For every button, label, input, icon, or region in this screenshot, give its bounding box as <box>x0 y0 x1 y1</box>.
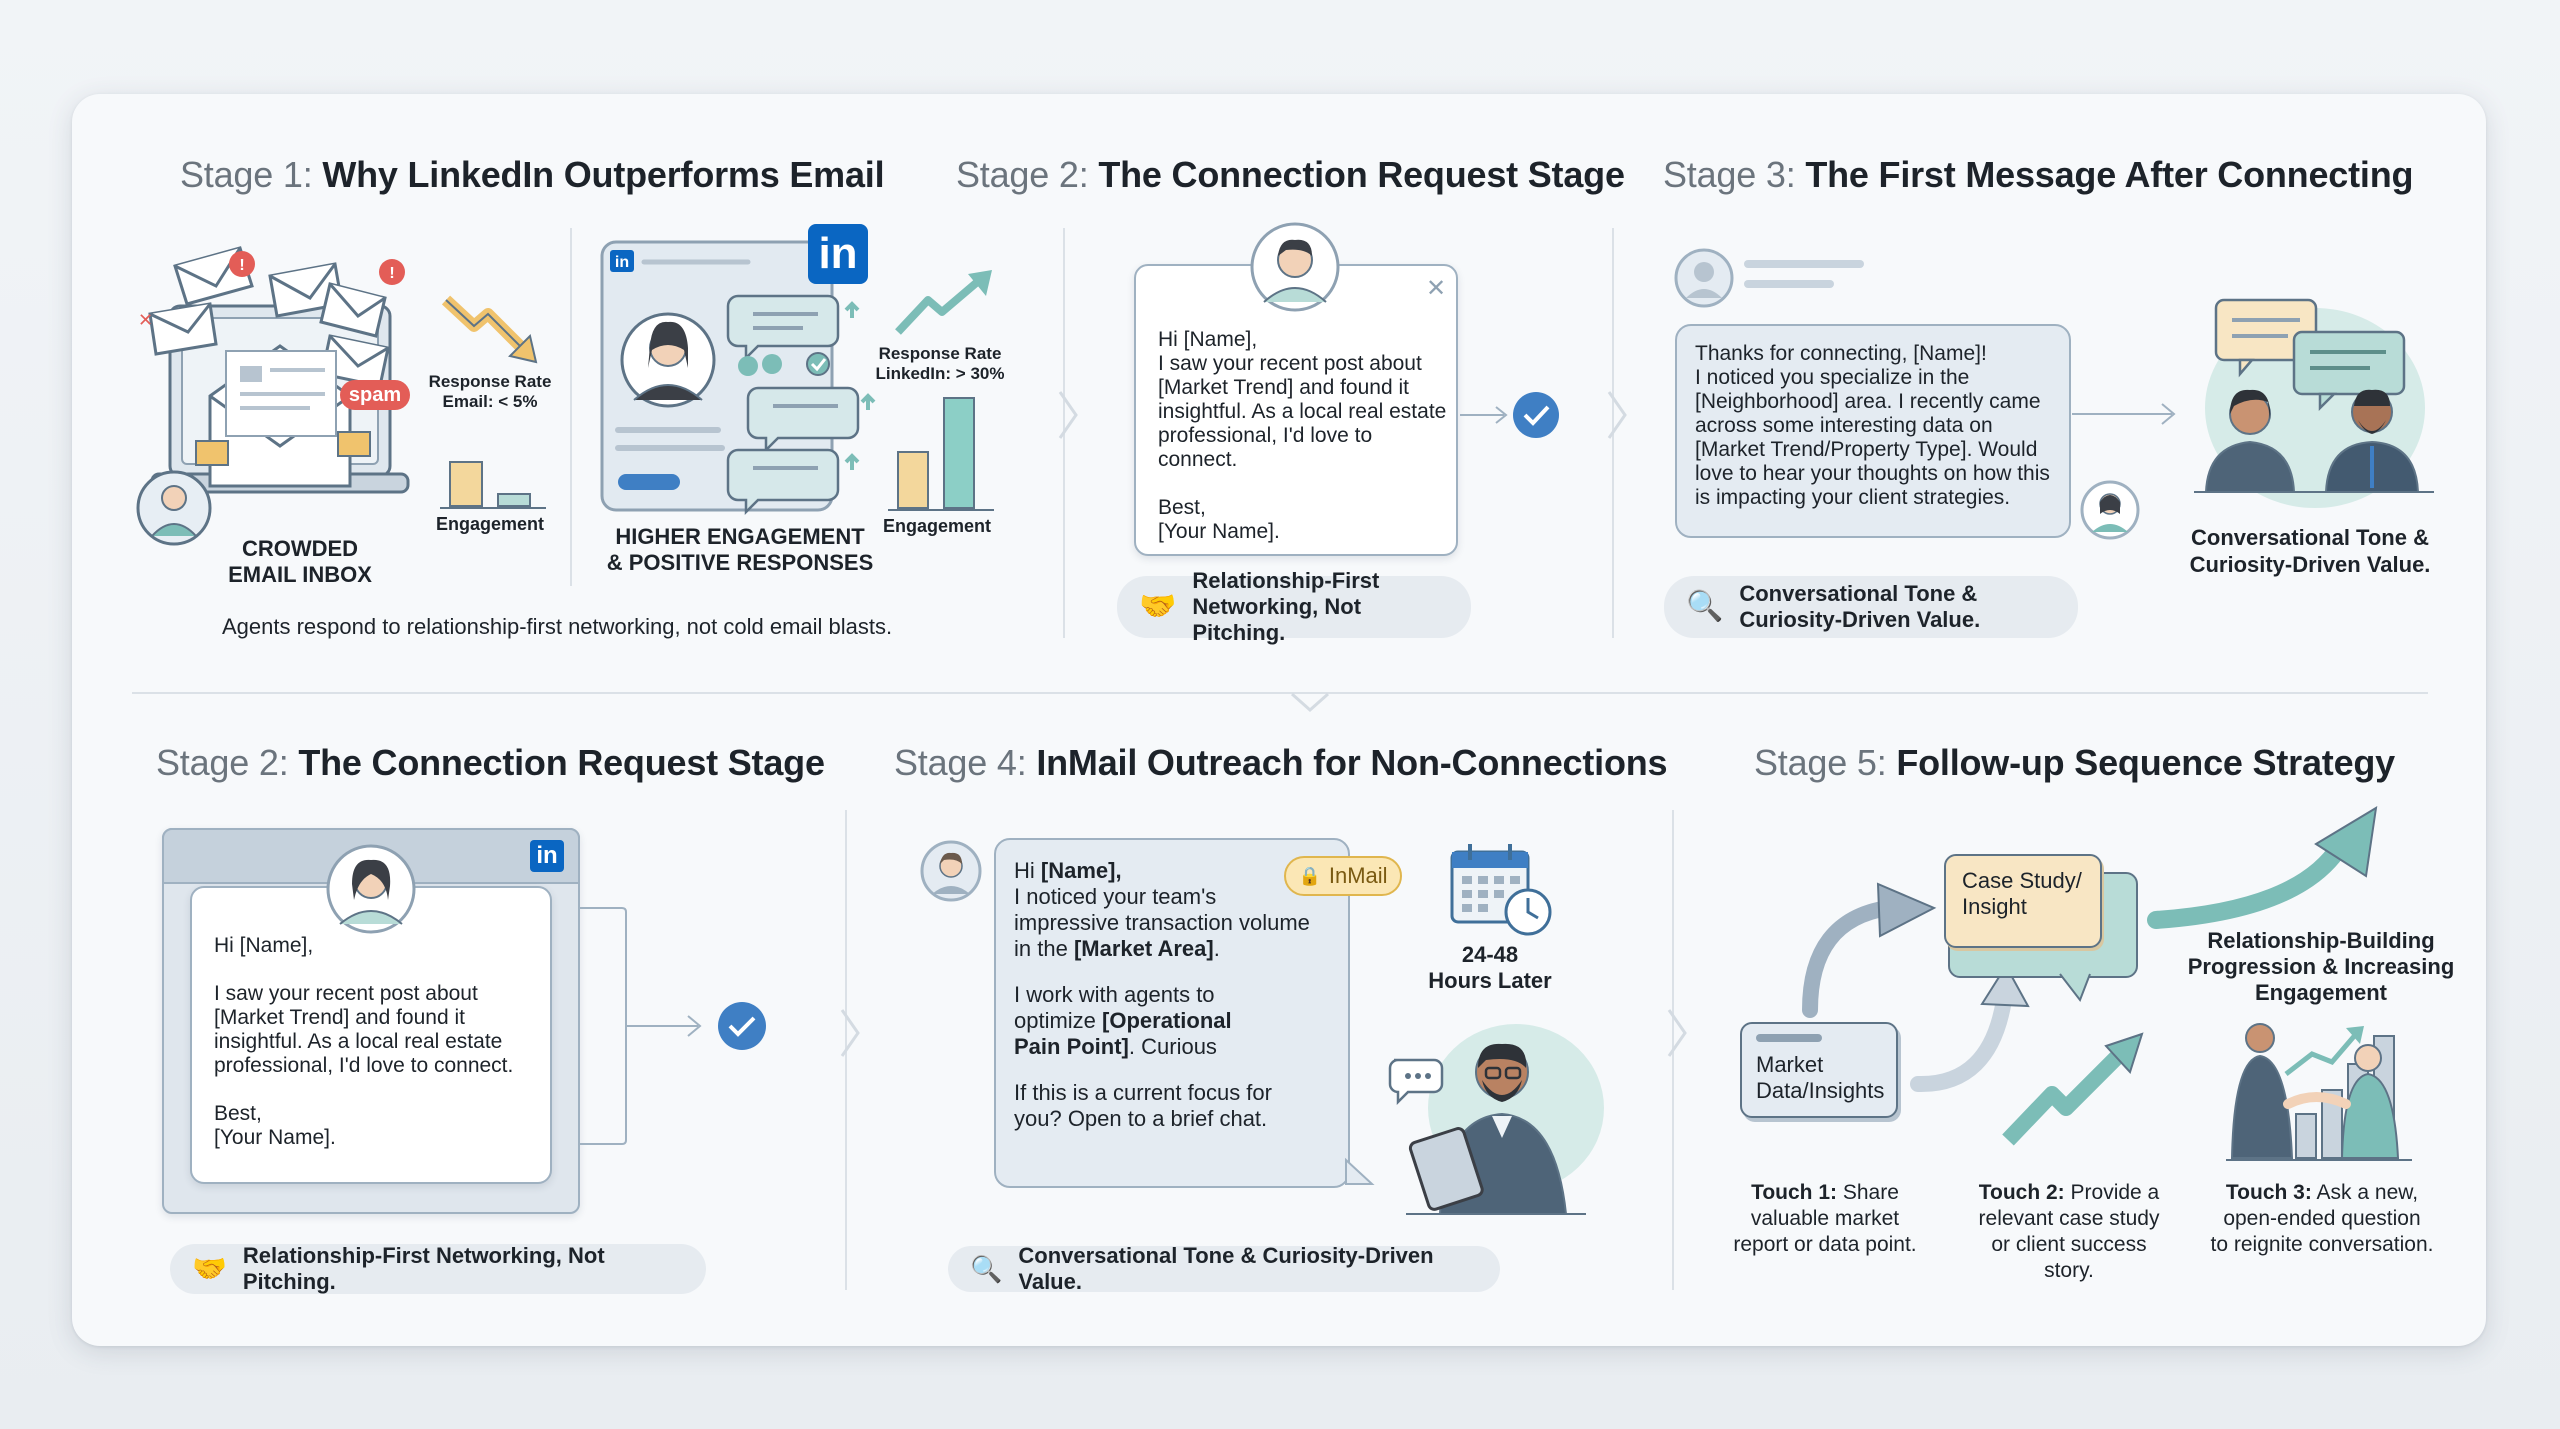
linkedin-label: HIGHER ENGAGEMENT& POSITIVE RESPONSES <box>606 524 874 575</box>
follow-up-flow-arrows <box>1802 806 2378 1146</box>
email-rate-title: Response Rate <box>428 372 552 391</box>
handshake-icon: 🤝 <box>1139 590 1177 623</box>
relationship-first-pill-2: 🤝 Relationship-First Networking, Not Pit… <box>170 1243 706 1294</box>
email-engagement-label: Engagement <box>435 514 545 534</box>
profile-avatar <box>1250 222 1340 312</box>
first-message-text: Thanks for connecting, [Name]! I noticed… <box>1695 342 2050 509</box>
email-rate-value: Email: < 5% <box>442 392 538 411</box>
close-icon[interactable]: ✕ <box>1426 275 1447 302</box>
rising-arrow-icon <box>895 270 992 335</box>
linkedin-feed-illustration: in <box>600 240 876 516</box>
stage3-heading: Stage 3: The First Message After Connect… <box>1663 154 2414 195</box>
stage2-bottom-heading: Stage 2: The Connection Request Stage <box>156 742 825 783</box>
connection-request-card: ✕ Hi [Name], I saw your recent post abou… <box>1134 264 1458 556</box>
spam-badge: spam <box>340 380 410 410</box>
row-divider <box>132 692 2428 694</box>
connection-request-message: Hi [Name], I saw your recent post about … <box>1158 328 1447 543</box>
lock-icon: 🔒 <box>1298 865 1321 886</box>
inmail-message-text: Hi [Name], I noticed your team's impress… <box>1014 858 1310 1131</box>
svg-text:!: ! <box>389 265 394 282</box>
arrow-to-conversation <box>2072 403 2176 425</box>
case-study-tail <box>2059 973 2091 1003</box>
handshake-growth-illustration <box>2226 1023 2412 1161</box>
arrow-to-check <box>1460 392 1559 438</box>
professional-with-tablet <box>1388 1024 1604 1215</box>
stage5-heading: Stage 5: Follow-up Sequence Strategy <box>1754 742 2395 783</box>
svg-text:in: in <box>615 254 629 271</box>
profile-avatar-female <box>326 844 416 934</box>
connection-request-card-2: Hi [Name], I saw your recent post about … <box>190 886 552 1184</box>
inmail-message-bubble: Hi [Name], I noticed your team's impress… <box>994 838 1350 1188</box>
magnifier-icon: 🔍 <box>970 1254 1003 1284</box>
linkedin-logo-small: in <box>530 840 564 872</box>
bubble-tail <box>1345 1157 1375 1185</box>
linkedin-engagement-label: Engagement <box>882 516 992 536</box>
crowded-inbox-illustration: ! ! ✕ <box>136 246 410 546</box>
recipient-avatar <box>2080 480 2140 540</box>
linkedin-logo: in <box>808 224 868 284</box>
conversational-tone-pill: 🔍 Conversational Tone &Curiosity-Driven … <box>1664 576 2078 638</box>
email-engagement-bars <box>440 461 546 509</box>
stage2-top-heading: Stage 2: The Connection Request Stage <box>956 154 1625 195</box>
magnifier-icon: 🔍 <box>1686 590 1724 623</box>
sender-avatar-male <box>920 840 982 902</box>
first-message-bubble: Thanks for connecting, [Name]! I noticed… <box>1675 324 2071 538</box>
inmail-badge: 🔒InMail <box>1284 856 1402 896</box>
linkedin-rate-value: LinkedIn: > 30% <box>875 364 1005 383</box>
divider <box>570 228 572 586</box>
declining-arrow-icon <box>441 295 538 364</box>
stage3-caption: Conversational Tone &Curiosity-Driven Va… <box>2189 525 2431 577</box>
conversation-illustration <box>2194 298 2434 508</box>
stage1-caption: Agents respond to relationship-first net… <box>222 614 893 639</box>
case-study-label: Case Study/Insight <box>1962 868 2082 919</box>
svg-text:✕: ✕ <box>138 310 153 330</box>
sender-avatar <box>1674 248 1864 308</box>
calendar-clock-icon <box>1450 844 1552 936</box>
stage1-heading: Stage 1: Why LinkedIn Outperforms Email <box>180 154 885 195</box>
svg-text:!: ! <box>239 257 244 274</box>
case-study-box: Case Study/Insight <box>1944 854 2102 948</box>
handshake-icon: 🤝 <box>192 1253 227 1284</box>
bracket-arrow-to-check <box>580 907 766 1145</box>
connection-request-message-2: Hi [Name], I saw your recent post about … <box>214 934 514 1149</box>
stage4-heading: Stage 4: InMail Outreach for Non-Connect… <box>894 742 1668 783</box>
linkedin-rate-title: Response Rate <box>878 344 1002 363</box>
conversational-tone-pill-2: 🔍 Conversational Tone & Curiosity-Driven… <box>948 1243 1500 1294</box>
linkedin-engagement-bars <box>888 397 994 511</box>
